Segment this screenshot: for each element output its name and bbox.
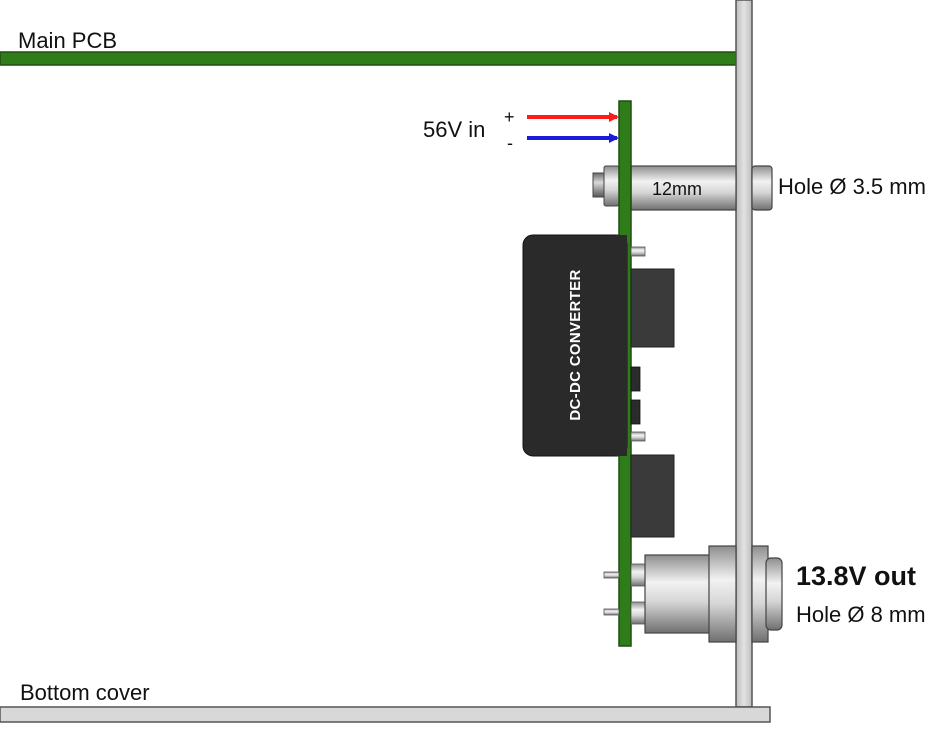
dc-dc-converter-module <box>522 234 628 457</box>
plus-sign: + <box>504 107 515 127</box>
standoff-length-label: 12mm <box>652 179 702 199</box>
input-voltage-label: 56V in <box>423 117 485 142</box>
output-barrel-jack <box>644 545 783 643</box>
converter-label: DC-DC CONVERTER <box>567 269 584 420</box>
main-pcb-board <box>0 51 737 66</box>
bottom-cover-label: Bottom cover <box>20 680 150 705</box>
standoff-screw <box>592 165 620 207</box>
output-jack-pins <box>603 563 646 625</box>
standoff-hole-label: Hole Ø 3.5 mm <box>778 174 926 199</box>
pcb-components <box>630 246 675 538</box>
main-pcb-label: Main PCB <box>18 28 117 53</box>
bottom-cover <box>0 706 771 723</box>
output-voltage-label: 13.8V out <box>796 561 916 591</box>
output-hole-label: Hole Ø 8 mm <box>796 602 926 627</box>
minus-sign: - <box>507 133 513 153</box>
front-panel <box>735 0 753 708</box>
